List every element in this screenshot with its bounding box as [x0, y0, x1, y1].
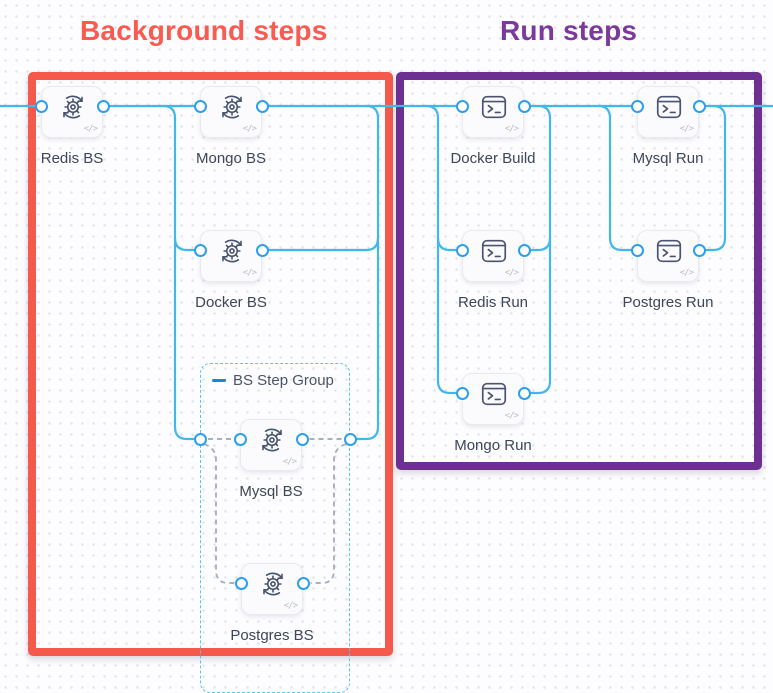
sync-gear-icon: [222, 95, 242, 119]
output-port[interactable]: [255, 243, 269, 257]
step-label: Docker BS: [195, 294, 267, 311]
terminal-icon: [481, 239, 507, 263]
connector-line: [0, 104, 773, 441]
terminal-icon: [481, 95, 507, 119]
node-mysql-run[interactable]: </> Mysql Run: [630, 86, 706, 167]
step-label: Mysql BS: [239, 483, 303, 500]
run-steps-title: Run steps: [500, 15, 638, 46]
sync-gear-icon: [222, 239, 242, 263]
input-port[interactable]: [455, 99, 469, 113]
node-docker-bs[interactable]: </> Docker BS: [193, 230, 269, 311]
step-card[interactable]: </>: [200, 86, 262, 138]
code-badge-icon: </>: [282, 457, 297, 467]
step-label: Redis Run: [457, 294, 529, 311]
step-label: Mongo BS: [195, 150, 267, 167]
code-badge-icon: </>: [504, 268, 519, 278]
node-postgres-bs[interactable]: </> Postgres BS: [230, 563, 314, 644]
group-output-port[interactable]: [343, 432, 357, 446]
background-steps-frame: [28, 72, 393, 656]
output-port[interactable]: [295, 432, 309, 446]
step-card[interactable]: </>: [462, 86, 524, 138]
group-input-port[interactable]: [193, 432, 207, 446]
code-badge-icon: </>: [504, 411, 519, 421]
step-card[interactable]: </>: [637, 230, 699, 282]
step-card[interactable]: </>: [41, 86, 103, 138]
output-port[interactable]: [517, 99, 531, 113]
step-label: Docker Build: [450, 150, 536, 167]
step-label: Mongo Run: [454, 437, 532, 454]
output-port[interactable]: [692, 99, 706, 113]
code-badge-icon: </>: [242, 268, 257, 278]
output-port[interactable]: [96, 99, 110, 113]
code-badge-icon: </>: [679, 268, 694, 278]
node-redis-run[interactable]: </> Redis Run: [455, 230, 531, 311]
bs-step-group-header[interactable]: BS Step Group: [212, 372, 334, 389]
input-port[interactable]: [193, 243, 207, 257]
terminal-icon: [656, 95, 682, 119]
input-port[interactable]: [630, 243, 644, 257]
step-card[interactable]: </>: [200, 230, 262, 282]
code-badge-icon: </>: [242, 124, 257, 134]
output-port[interactable]: [692, 243, 706, 257]
code-badge-icon: </>: [679, 124, 694, 134]
step-card[interactable]: </>: [462, 373, 524, 425]
collapse-minus-icon[interactable]: [212, 378, 226, 383]
bs-step-group-label: BS Step Group: [233, 372, 334, 389]
input-port[interactable]: [233, 432, 247, 446]
input-port[interactable]: [234, 576, 248, 590]
input-port[interactable]: [34, 99, 48, 113]
step-label: Postgres BS: [230, 627, 314, 644]
step-label: Mysql Run: [632, 150, 704, 167]
code-badge-icon: </>: [283, 601, 298, 611]
node-redis-bs[interactable]: </> Redis BS: [34, 86, 110, 167]
node-mysql-bs[interactable]: </> Mysql BS: [233, 419, 309, 500]
output-port[interactable]: [517, 243, 531, 257]
node-postgres-run[interactable]: </> Postgres Run: [623, 230, 713, 311]
code-badge-icon: </>: [83, 124, 98, 134]
node-mongo-bs[interactable]: </> Mongo BS: [193, 86, 269, 167]
background-steps-title: Background steps: [80, 15, 328, 46]
step-label: Redis BS: [40, 150, 104, 167]
input-port[interactable]: [455, 243, 469, 257]
connector-layer: [0, 104, 773, 584]
sync-gear-icon: [63, 95, 83, 119]
step-card[interactable]: </>: [637, 86, 699, 138]
run-steps-frame: [396, 72, 762, 470]
input-port[interactable]: [193, 99, 207, 113]
input-port[interactable]: [455, 386, 469, 400]
output-port[interactable]: [296, 576, 310, 590]
step-card[interactable]: </>: [240, 419, 302, 471]
step-label: Postgres Run: [622, 294, 714, 311]
terminal-icon: [656, 239, 682, 263]
sync-gear-icon: [262, 428, 282, 452]
step-card[interactable]: </>: [241, 563, 303, 615]
output-port[interactable]: [517, 386, 531, 400]
dashed-connector-line: [203, 438, 347, 584]
terminal-icon: [481, 382, 507, 406]
output-port[interactable]: [255, 99, 269, 113]
sync-gear-icon: [263, 572, 283, 596]
input-port[interactable]: [630, 99, 644, 113]
node-docker-build[interactable]: </> Docker Build: [450, 86, 536, 167]
code-badge-icon: </>: [504, 124, 519, 134]
node-mongo-run[interactable]: </> Mongo Run: [454, 373, 532, 454]
step-card[interactable]: </>: [462, 230, 524, 282]
